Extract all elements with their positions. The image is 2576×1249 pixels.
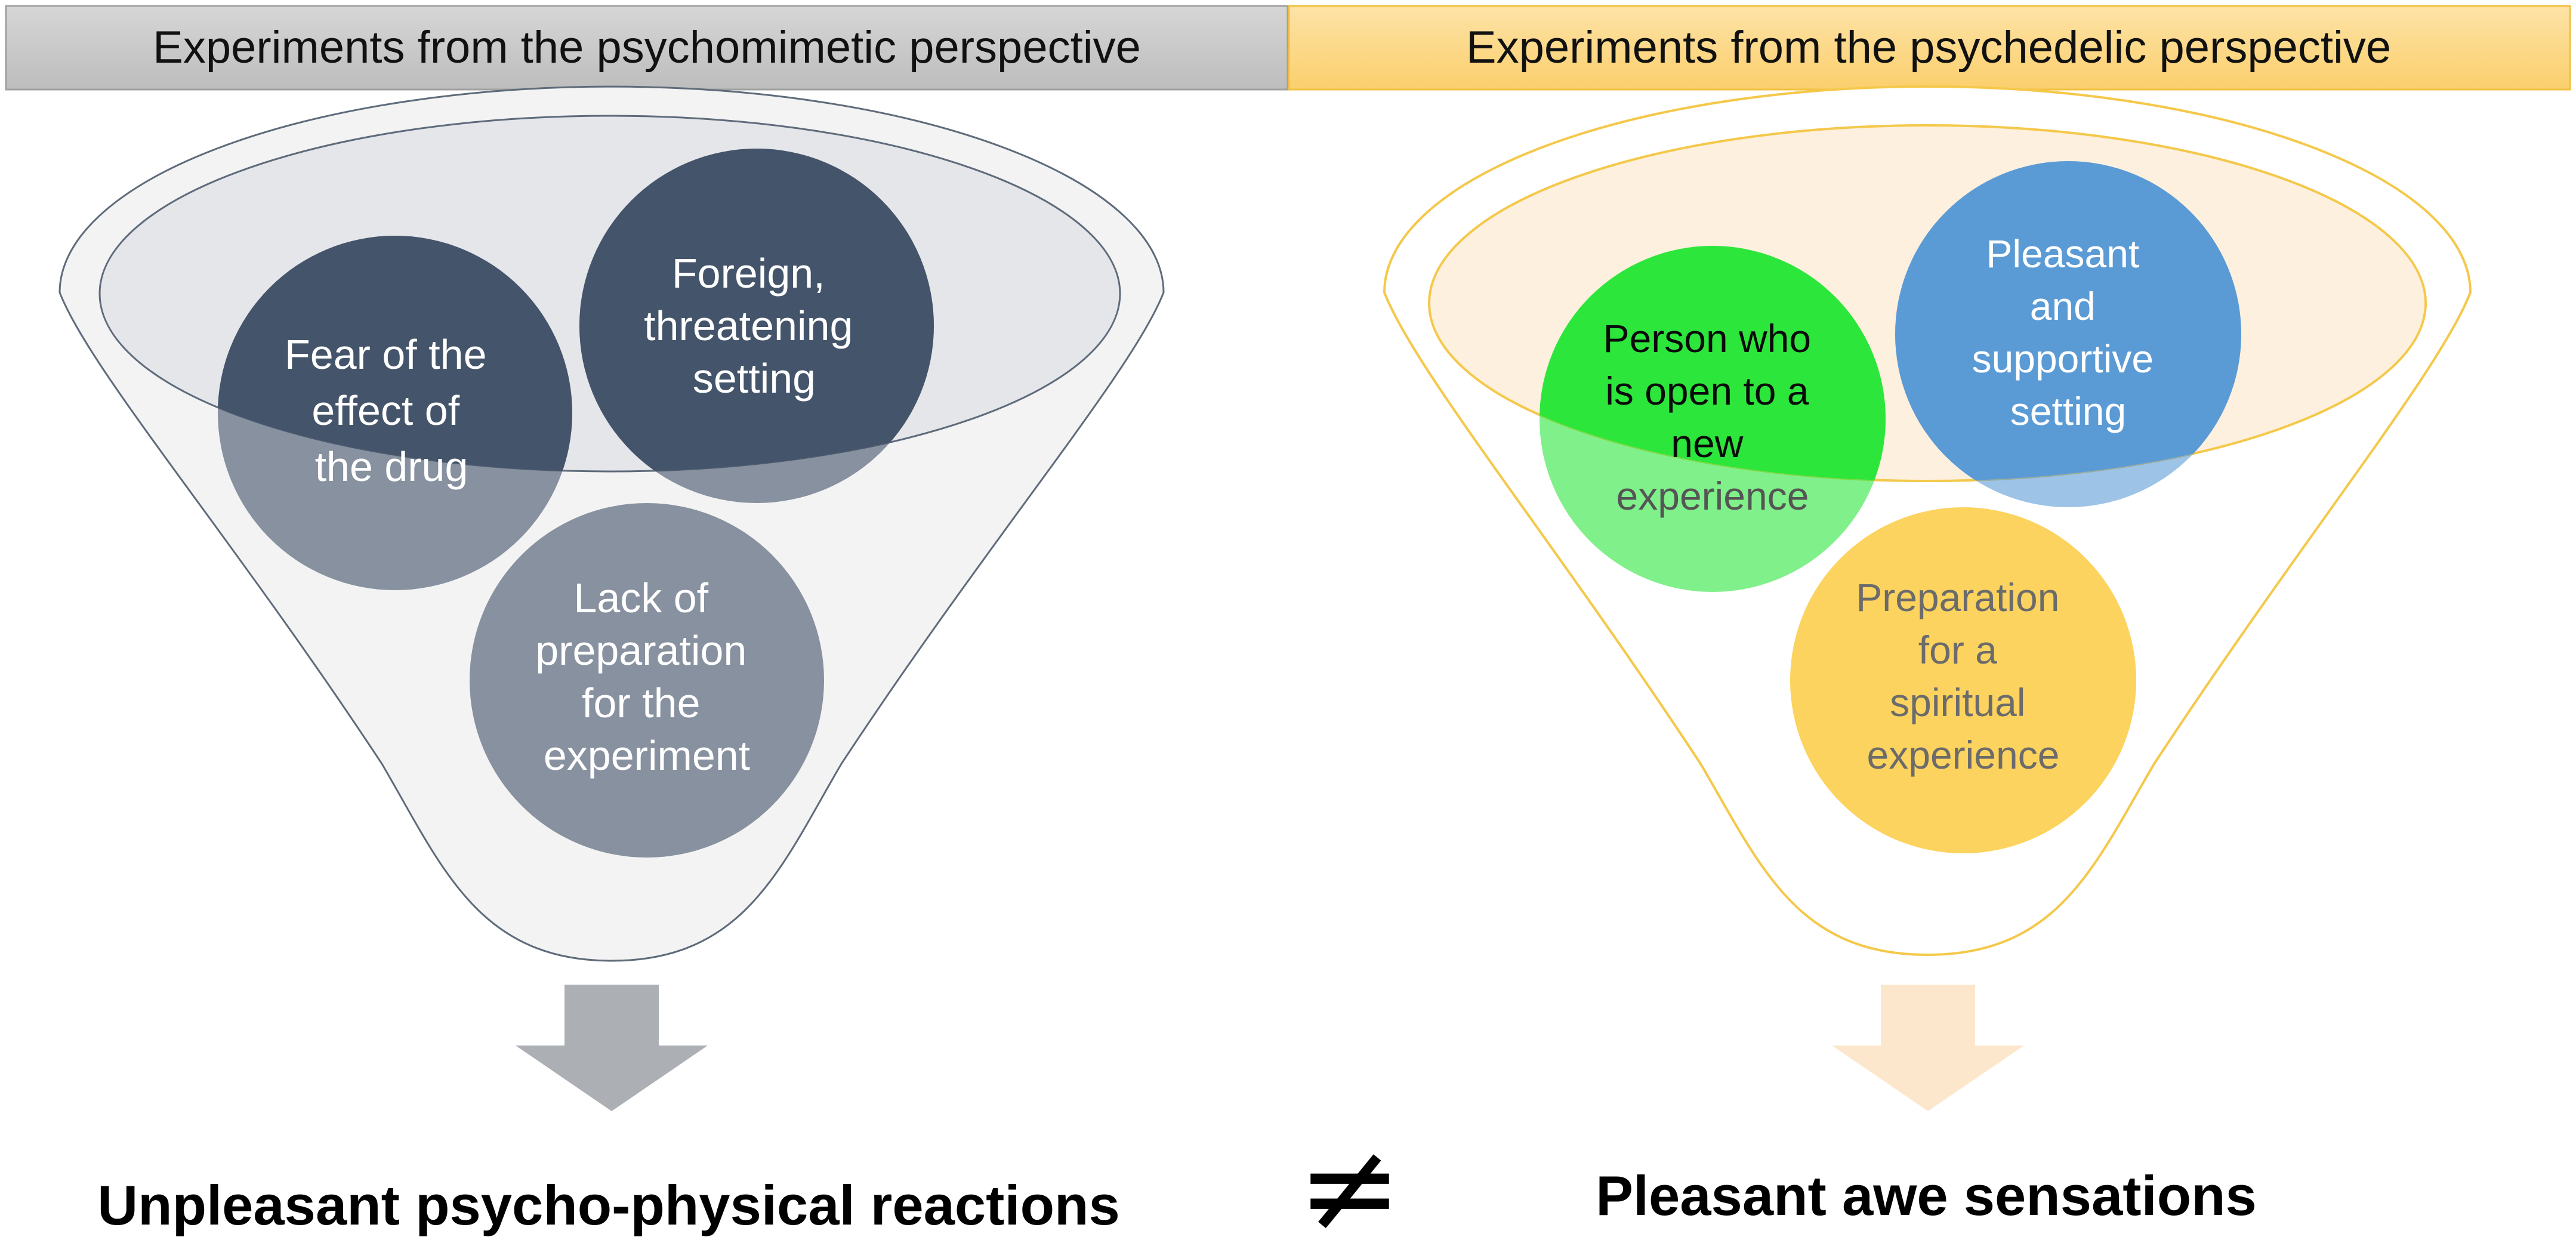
right-circle-preparation bbox=[1790, 507, 2136, 853]
right-header: Experiments from the psychedelic perspec… bbox=[1288, 5, 2571, 91]
right-down-arrow bbox=[1832, 985, 2024, 1111]
left-header: Experiments from the psychomimetic persp… bbox=[5, 5, 1289, 91]
left-circle-setting-label: Foreign, threatening setting bbox=[644, 250, 865, 402]
left-header-bar bbox=[5, 5, 1289, 91]
right-circle-setting-label: Pleasant and supportive setting bbox=[1972, 232, 2165, 433]
right-mouth-overlay bbox=[1540, 161, 2241, 481]
left-outcome-text: Unpleasant psycho-physical reactions bbox=[97, 1174, 1119, 1236]
left-circle-preparation bbox=[470, 503, 824, 858]
left-circle-fear-label: Fear of the effect of the drug bbox=[285, 331, 498, 490]
left-funnel: Fear of the effect of the drug Foreign, … bbox=[58, 85, 1165, 1111]
right-header-text: Experiments from the psychedelic perspec… bbox=[1466, 22, 2391, 73]
right-outcome-text: Pleasant awe sensations bbox=[1596, 1164, 2257, 1227]
right-funnel: Person who is open to a new experience P… bbox=[1383, 85, 2472, 1111]
left-circle-preparation-label: Lack of preparation for the experiment bbox=[535, 575, 758, 779]
right-header-bar bbox=[1288, 5, 2571, 91]
right-circle-person-label: Person who is open to a new experience bbox=[1603, 316, 1822, 518]
right-circle-preparation-label: Preparation for a spiritual experience bbox=[1856, 575, 2071, 777]
left-down-arrow bbox=[516, 985, 708, 1111]
not-equal-symbol: ≠ bbox=[1297, 1114, 1402, 1249]
left-mouth-overlay bbox=[218, 149, 934, 471]
left-header-text: Experiments from the psychomimetic persp… bbox=[153, 22, 1141, 73]
